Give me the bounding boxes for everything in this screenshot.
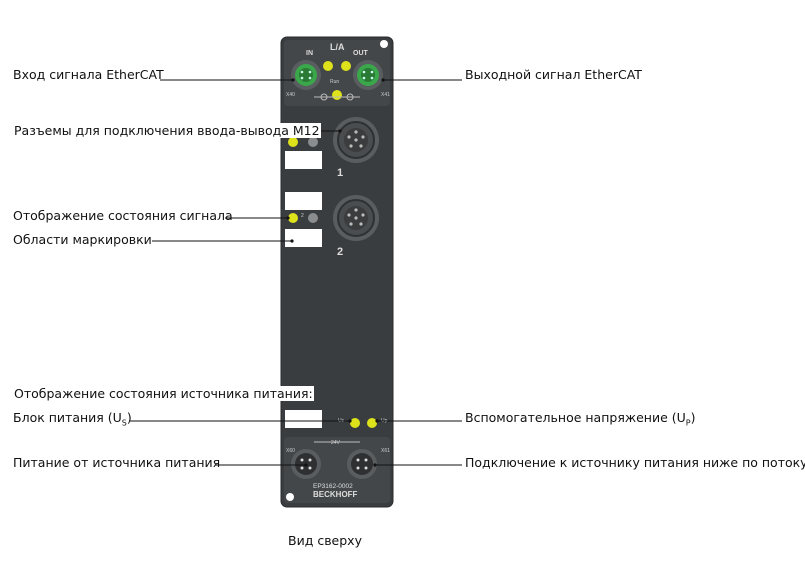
- label-marking-areas: Области маркировки: [13, 232, 152, 247]
- m12-connector-1: [333, 117, 379, 163]
- run-led: [332, 90, 342, 100]
- la-label: L/A: [330, 42, 345, 52]
- ch2-led-yellow: [288, 213, 298, 223]
- marking-area-2: [285, 229, 322, 247]
- up-led: [367, 418, 377, 428]
- label-power-status-heading: Отображение состояния источника питания:: [13, 386, 314, 401]
- label-m12-connectors: Разъемы для подключения ввода-вывода М12: [13, 123, 321, 138]
- v24-label: 24V: [331, 440, 341, 446]
- mount-hole-top: [380, 40, 388, 48]
- x41-label: X41: [381, 92, 390, 98]
- power-out-connector: [347, 449, 377, 479]
- conn1-label: 1: [337, 167, 343, 179]
- label-power-feed: Питание от источника питания: [13, 455, 221, 470]
- ethercat-out-connector: [353, 60, 383, 90]
- x61-label: X61: [381, 448, 390, 454]
- ch2-led-number: 2: [301, 213, 304, 219]
- leader-lines: [130, 79, 462, 466]
- label-ethercat-out: Выходной сигнал EtherCAT: [465, 67, 642, 82]
- out-label: OUT: [353, 50, 369, 57]
- ch1-led-gray: [308, 137, 318, 147]
- module-housing: [280, 36, 394, 508]
- ch1-led-yellow: [288, 137, 298, 147]
- label-ethercat-in: Вход сигнала EtherCAT: [13, 67, 164, 82]
- x40-label: X40: [286, 92, 295, 98]
- model-label: EP3162-0002: [313, 483, 353, 490]
- in-label: IN: [306, 50, 313, 57]
- label-signal-status: Отображение состояния сигнала: [13, 208, 233, 223]
- top-connector-panel: [284, 40, 390, 106]
- run-label: Run: [330, 79, 339, 85]
- marking-area-power: [285, 410, 322, 428]
- marking-area-1: [285, 151, 322, 169]
- arrow-out-icon: [346, 93, 354, 101]
- brand-label: BECKHOFF: [313, 490, 358, 499]
- la-out-led: [341, 61, 351, 71]
- leader-dots: [286, 78, 385, 467]
- m12-connector-2: [333, 195, 379, 241]
- mount-hole-bottom: [286, 493, 294, 501]
- x60-label: X60: [286, 448, 295, 454]
- conn2-label: 2: [337, 246, 343, 258]
- label-downstream-power: Подключение к источнику питания ниже по …: [465, 455, 805, 470]
- arrow-in-icon: [320, 93, 328, 101]
- ch2-led-gray: [308, 213, 318, 223]
- view-caption: Вид сверху: [288, 533, 362, 548]
- ethercat-in-connector: [291, 60, 321, 90]
- marking-area-2-top: [285, 192, 322, 210]
- label-aux-voltage: Вспомогательное напряжение (UP): [465, 410, 696, 428]
- us-led: [350, 418, 360, 428]
- label-power-supply: Блок питания (US): [13, 410, 132, 428]
- la-in-led: [323, 61, 333, 71]
